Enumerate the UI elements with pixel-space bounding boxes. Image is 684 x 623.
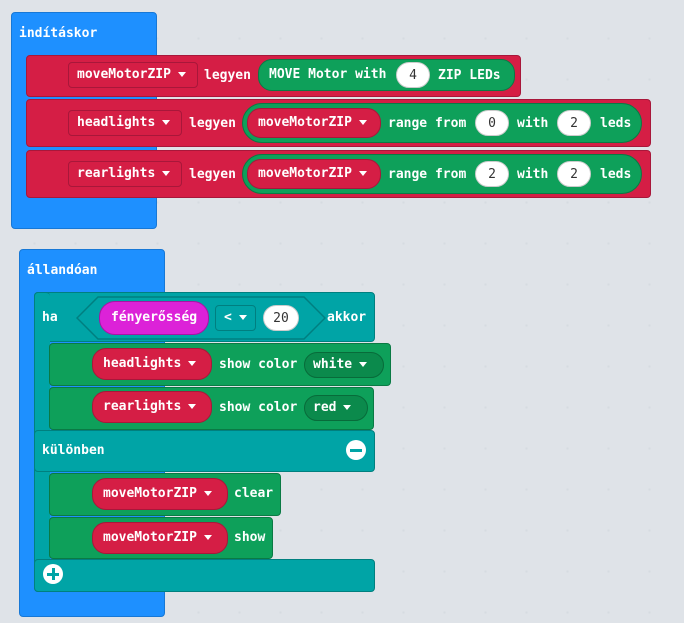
variable-dropdown-moveMotorZIP[interactable]: moveMotorZIP — [68, 62, 198, 88]
light-level-block[interactable]: fényerősség — [99, 301, 209, 335]
headlights-var[interactable]: headlights — [92, 348, 212, 380]
range-from-label: range from — [388, 116, 467, 131]
set-verb: legyen — [189, 167, 236, 182]
variable-dropdown-rearlights[interactable]: rearlights — [68, 161, 182, 187]
with-label: with — [517, 116, 549, 131]
dropdown-arrow-icon — [188, 404, 197, 409]
dropdown-arrow-icon — [203, 535, 212, 540]
range-from-input[interactable]: 0 — [475, 110, 509, 136]
show-color-label: show color — [219, 400, 298, 415]
on-start-label: indításkor — [19, 26, 98, 41]
color-dropdown-red[interactable]: red — [304, 395, 368, 421]
range-from-input[interactable]: 2 — [475, 161, 509, 187]
forever-label: állandóan — [27, 263, 98, 278]
dropdown-arrow-icon — [358, 120, 367, 125]
range-from-label: range from — [388, 167, 467, 182]
threshold-input[interactable]: 20 — [263, 305, 299, 331]
leds-label: leds — [600, 116, 632, 131]
zip-led-count-input[interactable]: 4 — [396, 62, 430, 88]
clear-label: clear — [234, 486, 274, 501]
show-color-label: show color — [219, 357, 298, 372]
else-label: különben — [42, 443, 105, 458]
rearlights-var[interactable]: rearlights — [92, 391, 212, 423]
source-var-moveMotorZIP[interactable]: moveMotorZIP — [247, 159, 381, 189]
dropdown-arrow-icon — [162, 120, 171, 125]
dropdown-arrow-icon — [162, 171, 171, 176]
dropdown-arrow-icon — [238, 315, 247, 320]
if-end-bar[interactable] — [34, 559, 375, 592]
set-verb: legyen — [189, 116, 236, 131]
set-verb: legyen — [204, 68, 251, 83]
then-label: akkor — [327, 310, 367, 325]
minus-circle-icon[interactable] — [346, 440, 366, 460]
moveMotorZIP-var[interactable]: moveMotorZIP — [92, 478, 228, 510]
show-label: show — [234, 530, 266, 545]
dropdown-arrow-icon — [359, 362, 368, 367]
dropdown-arrow-icon — [177, 72, 186, 77]
range-with-input[interactable]: 2 — [557, 110, 591, 136]
move-motor-block[interactable]: MOVE Motor with — [258, 59, 515, 91]
plus-circle-icon[interactable] — [43, 564, 63, 584]
variable-dropdown-headlights[interactable]: headlights — [68, 110, 182, 136]
moveMotorZIP-var[interactable]: moveMotorZIP — [92, 522, 228, 554]
dropdown-arrow-icon — [358, 171, 367, 176]
dropdown-arrow-icon — [203, 491, 212, 496]
if-label: ha — [42, 310, 58, 325]
color-dropdown-white[interactable]: white — [304, 352, 384, 378]
dropdown-arrow-icon — [188, 361, 197, 366]
source-var-moveMotorZIP[interactable]: moveMotorZIP — [247, 108, 381, 138]
dropdown-arrow-icon — [343, 405, 352, 410]
zip-leds-label: ZIP LEDs — [438, 68, 501, 83]
with-label: with — [517, 167, 549, 182]
leds-label: leds — [600, 167, 632, 182]
else-bar[interactable] — [34, 430, 375, 472]
operator-dropdown[interactable]: < — [215, 305, 256, 331]
range-with-input[interactable]: 2 — [557, 161, 591, 187]
